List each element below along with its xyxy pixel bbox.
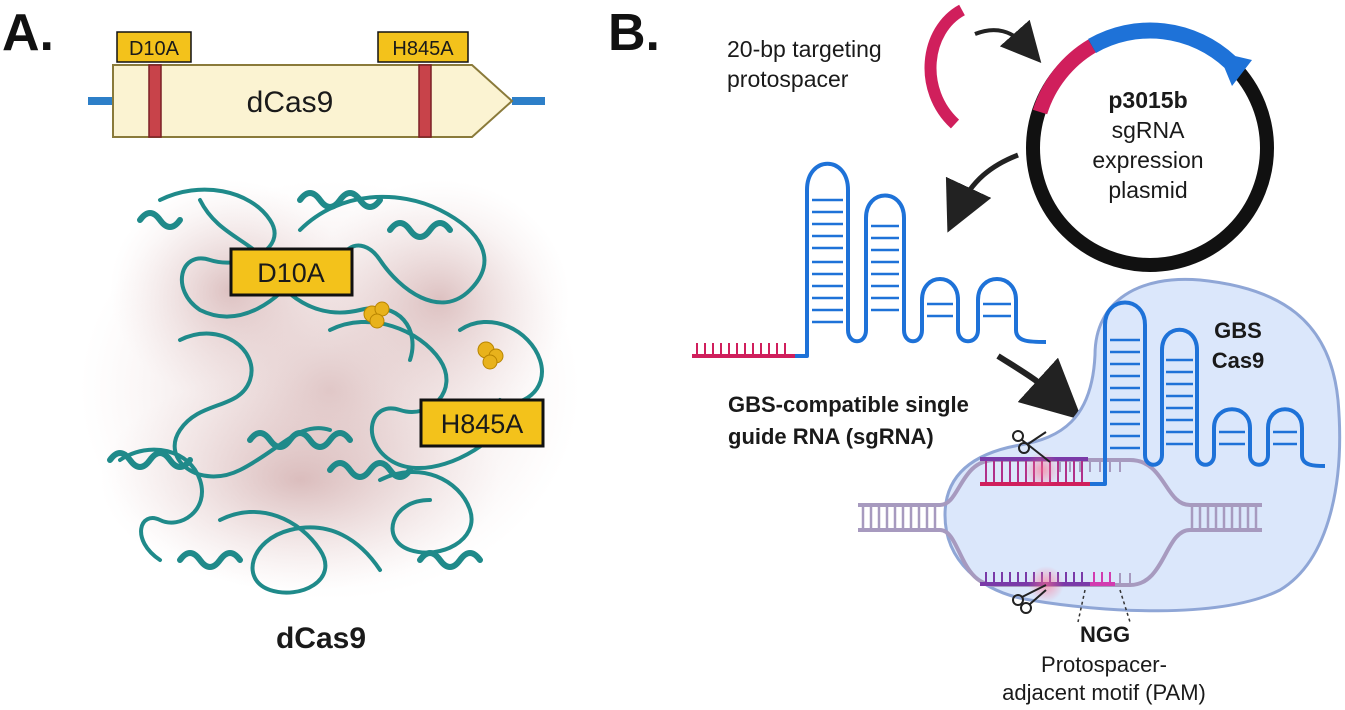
protein-structure: D10A H845A (80, 180, 580, 600)
scissors-icon (1012, 584, 1047, 614)
ribbon-backbone (118, 187, 544, 595)
insert-arrow (974, 19, 1042, 63)
plasmid-line3: expression (1092, 147, 1203, 173)
struct-mut2-text: H845A (441, 409, 524, 439)
plasmid: p3015b sgRNA expression plasmid (1026, 22, 1274, 272)
surface-haze-4 (100, 370, 500, 590)
sgrna-stem-rungs (812, 198, 1011, 324)
gene-label: dCas9 (247, 86, 334, 119)
mut1-tag-text: D10A (129, 38, 180, 60)
cas9-label-line2: Cas9 (1212, 348, 1265, 373)
pam-label-line2: adjacent motif (PAM) (1002, 680, 1206, 705)
mut2-tag-text: H845A (392, 38, 454, 60)
mut2-tag (377, 31, 469, 63)
protospacer-label-line2: protospacer (727, 66, 849, 92)
sgrna-spacer-ticks (696, 343, 786, 356)
panel-a-letter: A. (2, 4, 54, 62)
dna-top-strand (858, 458, 1262, 507)
dna-right-rungs (1190, 505, 1258, 528)
panel-b-letter: B. (608, 4, 660, 62)
pam-ticks (1093, 572, 1111, 584)
struct-mut1-tag (229, 247, 354, 297)
plasmid-line4: plasmid (1108, 177, 1187, 203)
cas9-complex: GBS Cas9 (858, 277, 1342, 613)
sgrna-label-line1: GBS-compatible single (728, 392, 969, 417)
gene-map: dCas9 D10A H845A (88, 31, 545, 138)
plasmid-direction-arrowhead (1218, 52, 1252, 86)
structure-caption: dCas9 (276, 622, 366, 655)
struct-mut1-text: D10A (257, 258, 325, 288)
plasmid-insert-segment (1032, 39, 1096, 115)
protospacer-label-line1: 20-bp targeting (727, 36, 882, 62)
dna-bottom-bubble-ticks (1119, 573, 1131, 585)
free-sgrna: GBS-compatible single guide RNA (sgRNA) (692, 161, 1047, 449)
struct-mut2-tag (419, 398, 545, 448)
sgrna-label-line2: guide RNA (sgRNA) (728, 424, 934, 449)
cut-glow-bottom (1028, 566, 1064, 602)
pam-label-line1: Protospacer- (1041, 652, 1167, 677)
sgrna-scaffold (795, 161, 1047, 358)
plasmid-name: p3015b (1108, 87, 1187, 113)
scissors-icon (1012, 430, 1051, 463)
plasmid-promoter-segment (1088, 22, 1236, 68)
cut-glow-top (1024, 452, 1060, 488)
pam-code: NGG (1080, 622, 1130, 647)
mut1-tag (116, 31, 192, 63)
loading-arrow (996, 353, 1083, 421)
mutation-site-d10a (148, 64, 162, 138)
mutation-site-h845a (418, 64, 432, 138)
surface-haze-3 (310, 180, 570, 420)
gene-arrow (112, 64, 514, 138)
helices (107, 190, 483, 570)
plasmid-line2: sgRNA (1112, 117, 1186, 143)
protospacer-arc (924, 4, 966, 129)
cas9-label-line1: GBS (1214, 318, 1262, 343)
active-site-residues (363, 301, 504, 370)
bound-sgrna-rungs (1110, 338, 1297, 450)
bound-sgrna-scaffold (1090, 300, 1326, 486)
dna-left-rungs (861, 505, 937, 528)
transcription-arrow (945, 152, 1019, 233)
